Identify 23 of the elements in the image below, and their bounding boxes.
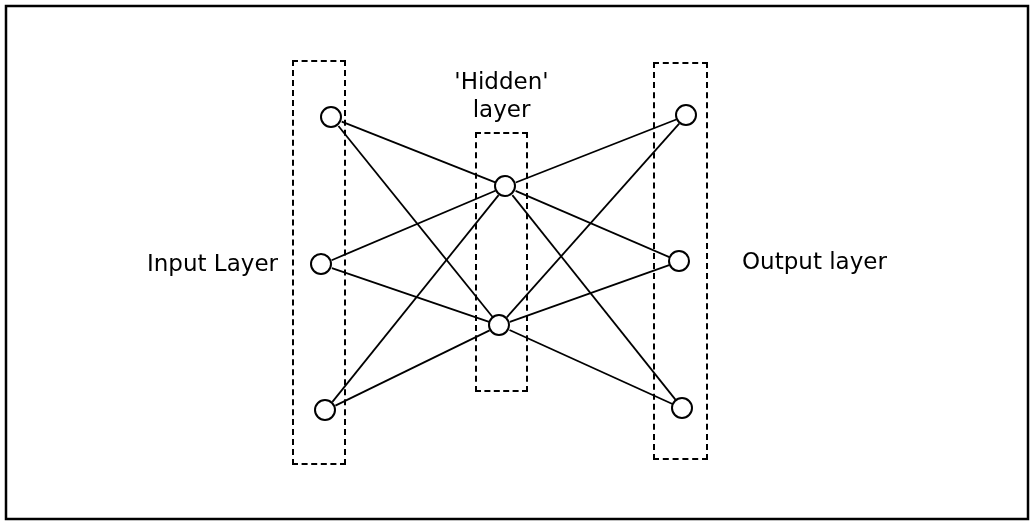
connection-line (337, 125, 494, 318)
neuron-circle (494, 175, 516, 197)
connection-line (514, 189, 671, 259)
connection-line (331, 194, 500, 403)
connection-line (508, 329, 674, 405)
connection-line (331, 267, 490, 323)
connection-line (505, 122, 681, 319)
layer-label: Input Layer (147, 248, 278, 278)
connection-line (514, 118, 678, 184)
connection-line (508, 264, 671, 323)
neuron-circle (671, 397, 693, 419)
connection-line (340, 120, 497, 184)
connection-line (511, 194, 677, 401)
neuron-circle (320, 106, 342, 128)
layer-label: 'Hidden' layer (453, 66, 550, 124)
layer-label: Output layer (742, 247, 887, 276)
neuron-circle (488, 314, 510, 336)
connection-line (334, 329, 491, 407)
neuron-circle (314, 399, 336, 421)
connection-line (330, 189, 497, 262)
neuron-circle (668, 250, 690, 272)
neuron-circle (310, 253, 332, 275)
neuron-circle (675, 104, 697, 126)
